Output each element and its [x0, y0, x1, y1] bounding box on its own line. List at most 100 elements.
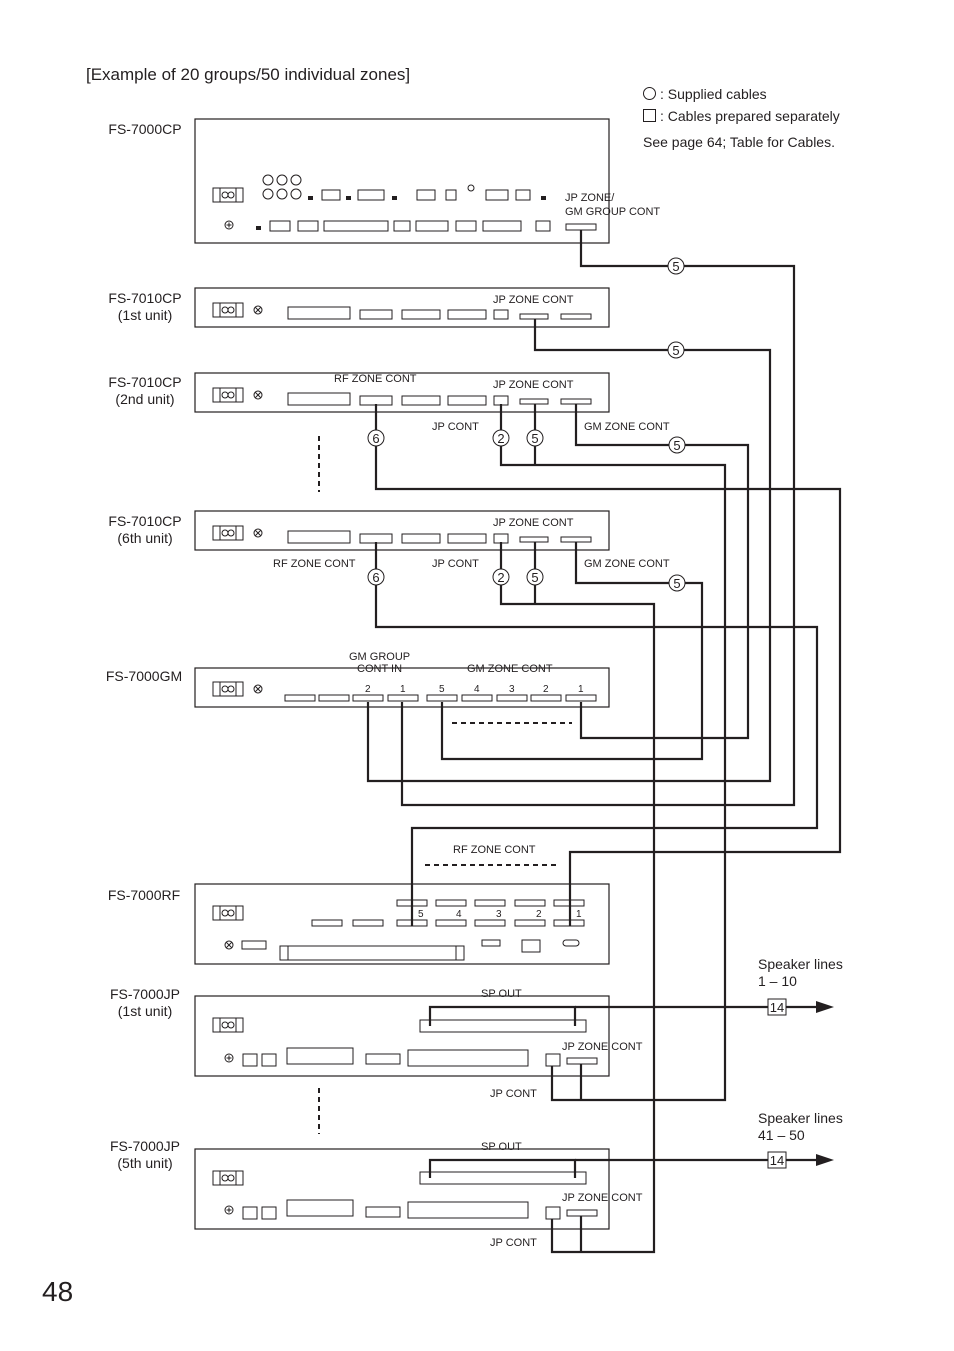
page-number: 48 — [42, 1276, 74, 1307]
unit-label-rf: FS-7000RF — [89, 887, 199, 904]
unit-label-cp6: FS-7010CP(6th unit) — [90, 513, 200, 547]
port-number: 3 — [509, 684, 515, 695]
unit-note: (2nd unit) — [115, 391, 175, 407]
port-number: 5 — [439, 684, 445, 695]
tag-text: 5 — [672, 343, 679, 358]
tag-text: 6 — [372, 431, 379, 446]
port-label: JP ZONE CONT — [562, 1041, 643, 1053]
cable-tag-2: 2 — [492, 429, 510, 447]
port-label: CONT IN — [357, 663, 402, 675]
cables — [366, 230, 842, 1254]
tag-text: 5 — [531, 570, 538, 585]
continuation-marks — [318, 436, 572, 1161]
legend-supplied: : Supplied cables — [643, 86, 767, 102]
port-number: 5 — [418, 909, 424, 920]
port-label: JP CONT — [432, 558, 479, 570]
tag-text: 14 — [770, 1153, 784, 1168]
device-fs-7010cp-2 — [194, 372, 610, 413]
port-label: GM ZONE CONT — [584, 421, 670, 433]
port-number: 2 — [365, 684, 371, 695]
port-label: JP ZONE CONT — [562, 1192, 643, 1204]
port-label: JP ZONE CONT — [493, 517, 574, 529]
cable-tag-14: 14 — [767, 998, 787, 1016]
device-fs-7000cp — [194, 118, 610, 244]
speaker-text: Speaker lines — [758, 1110, 843, 1126]
tag-text: 5 — [673, 576, 680, 591]
square-symbol-icon — [643, 109, 656, 122]
device-fs-7000jp-1 — [194, 995, 610, 1077]
unit-model: FS-7000GM — [105, 668, 183, 684]
port-label: RF ZONE CONT — [453, 844, 536, 856]
tag-text: 5 — [531, 431, 538, 446]
unit-model: FS-7000JP — [109, 986, 181, 1002]
arrow-right-icon — [816, 1001, 834, 1013]
port-label: GM GROUP — [349, 651, 410, 663]
tag-text: 2 — [497, 431, 504, 446]
unit-label-jp5: FS-7000JP(5th unit) — [90, 1138, 200, 1172]
cable-tag-5: 5 — [667, 341, 685, 359]
unit-model: FS-7000CP — [108, 121, 182, 137]
unit-model: FS-7010CP — [108, 513, 182, 529]
legend-reference: See page 64; Table for Cables. — [643, 134, 835, 150]
tag-text: 2 — [497, 570, 504, 585]
legend-separate: : Cables prepared separately — [643, 108, 840, 124]
unit-label-jp1: FS-7000JP(1st unit) — [90, 986, 200, 1020]
cable-tag-14: 14 — [767, 1151, 787, 1169]
unit-model: FS-7010CP — [108, 374, 182, 390]
port-label: JP CONT — [490, 1237, 537, 1249]
port-number: 1 — [576, 909, 582, 920]
cable-tag-5: 5 — [667, 257, 685, 275]
unit-model: FS-7000RF — [107, 887, 181, 903]
circle-symbol-icon — [643, 87, 656, 100]
speaker-text: Speaker lines — [758, 956, 843, 972]
cable-tag-6: 6 — [367, 568, 385, 586]
cable-tags: 5 5 5 5 6 2 5 6 2 5 14 14 — [367, 257, 787, 1169]
unit-label-cp: FS-7000CP — [90, 121, 200, 138]
unit-note: (1st unit) — [117, 1003, 173, 1019]
port-number: 3 — [496, 909, 502, 920]
legend-supplied-text: : Supplied cables — [660, 86, 767, 102]
port-label: GM GROUP CONT — [565, 206, 660, 218]
device-fs-7010cp-1 — [194, 287, 610, 328]
port-number: 4 — [456, 909, 462, 920]
port-label: SP OUT — [481, 988, 522, 1000]
port-numbers: 2 1 5 4 3 2 1 5 4 3 2 1 — [365, 684, 584, 920]
port-label: GM ZONE CONT — [584, 558, 670, 570]
unit-note: (6th unit) — [117, 530, 173, 546]
legend-separate-text: : Cables prepared separately — [660, 108, 840, 124]
port-label: JP CONT — [432, 421, 479, 433]
page-title: [Example of 20 groups/50 individual zone… — [86, 65, 411, 84]
unit-note: (5th unit) — [117, 1155, 173, 1171]
cable-tag-5: 5 — [526, 568, 544, 586]
unit-model: FS-7010CP — [108, 290, 182, 306]
tag-text: 5 — [672, 259, 679, 274]
cable-tag-5: 5 — [668, 574, 686, 592]
tag-text: 6 — [372, 570, 379, 585]
unit-note: (1st unit) — [117, 307, 173, 323]
port-labels: JP ZONE/ GM GROUP CONT JP ZONE CONT RF Z… — [273, 192, 670, 1249]
port-number: 2 — [536, 909, 542, 920]
port-number: 2 — [543, 684, 549, 695]
port-number: 1 — [578, 684, 584, 695]
tag-text: 5 — [673, 438, 680, 453]
port-label: JP ZONE CONT — [493, 379, 574, 391]
port-label: SP OUT — [481, 1141, 522, 1153]
unit-label-cp2: FS-7010CP(2nd unit) — [90, 374, 200, 408]
tag-text: 14 — [770, 1000, 784, 1015]
port-number: 4 — [474, 684, 480, 695]
cable-tag-5: 5 — [668, 436, 686, 454]
cable-tag-2: 2 — [492, 568, 510, 586]
device-fs-7000rf — [194, 883, 610, 965]
speaker-range: 41 – 50 — [758, 1127, 805, 1143]
speaker-range: 1 – 10 — [758, 973, 797, 989]
port-label: JP CONT — [490, 1088, 537, 1100]
port-label: RF ZONE CONT — [334, 373, 417, 385]
port-label: GM ZONE CONT — [467, 663, 553, 675]
device-fs-7000jp-5 — [194, 1148, 610, 1230]
cable-tag-6: 6 — [367, 429, 385, 447]
unit-model: FS-7000JP — [109, 1138, 181, 1154]
unit-label-cp1: FS-7010CP(1st unit) — [90, 290, 200, 324]
